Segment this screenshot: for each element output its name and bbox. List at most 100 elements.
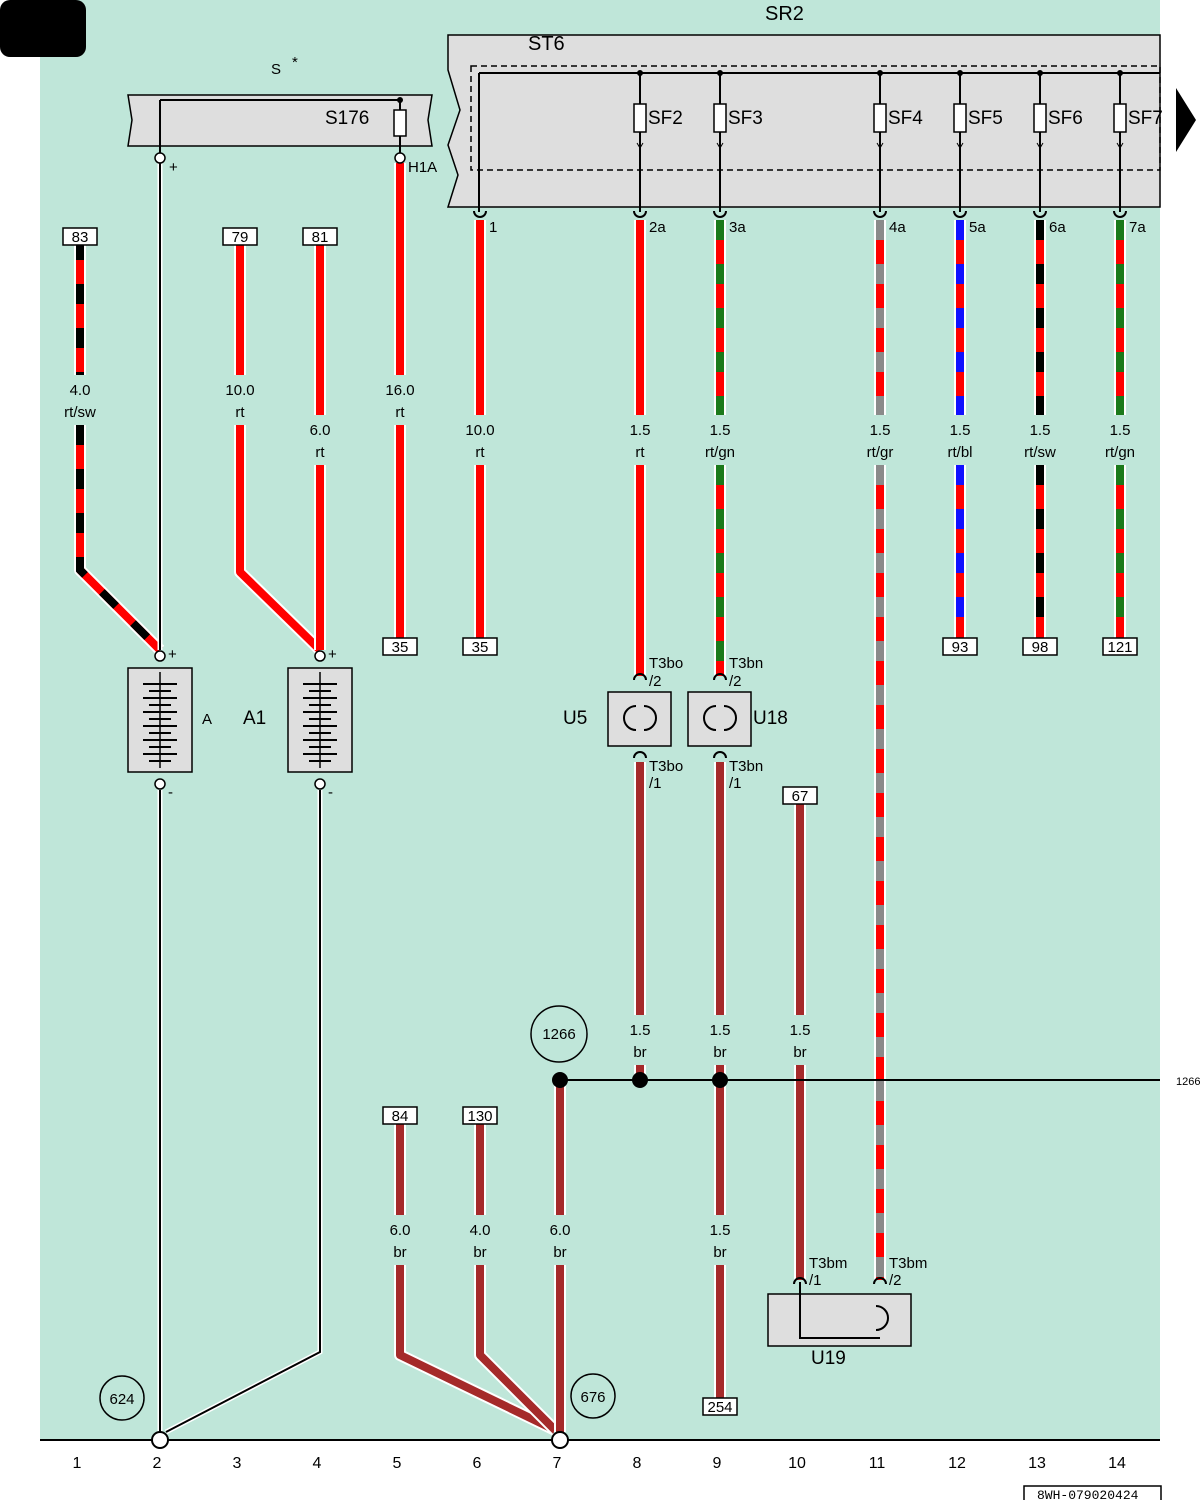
battery-a1-minus: - <box>328 784 333 801</box>
battery-a-icon <box>143 672 177 768</box>
s176-junction <box>397 97 403 103</box>
ref-box <box>382 1106 418 1125</box>
next-page-arrow[interactable] <box>1176 88 1196 152</box>
battery-a-label: A <box>202 711 212 728</box>
column-number: 9 <box>713 1455 722 1472</box>
wire-color-label: br <box>713 1244 726 1261</box>
wire-color-label: rt <box>235 404 245 421</box>
ref-box-label: 83 <box>72 229 89 246</box>
fuse-junction <box>1117 70 1123 76</box>
wire-size-label: 4.0 <box>470 1222 491 1239</box>
fuse-icon <box>633 103 647 133</box>
wire-color-label: br <box>633 1044 646 1061</box>
wire-size-label: 4.0 <box>70 382 91 399</box>
ref-box <box>1022 637 1058 656</box>
st6-inner-dashed <box>470 65 1161 171</box>
ground-terminal-7 <box>551 1431 569 1449</box>
fuse-junction <box>1037 70 1043 76</box>
ref-box-label: 79 <box>232 229 249 246</box>
socket-pin-icon <box>633 673 647 681</box>
pin-connector-icon <box>873 210 887 218</box>
ref-box <box>62 227 98 246</box>
column-number: 4 <box>313 1455 322 1472</box>
doc-id: 8WH-079020424 <box>1037 1488 1139 1500</box>
wire-color-label: br <box>393 1244 406 1261</box>
pin-label: 4a <box>889 219 906 236</box>
pin-label: 3a <box>729 219 746 236</box>
wire-color-label: rt/sw <box>64 404 96 421</box>
battery-a1-label: A1 <box>243 708 266 729</box>
fuse-junction <box>957 70 963 76</box>
wire-color-label: rt/gn <box>1105 444 1135 461</box>
t3bo-2-label: T3bo <box>649 655 683 672</box>
wire-size-label: 1.5 <box>790 1022 811 1039</box>
wire-size-label: 16.0 <box>385 382 414 399</box>
socket-u5 <box>607 691 672 747</box>
pin-connector-icon <box>713 210 727 218</box>
battery-a1-plus: + <box>328 646 337 663</box>
ground-junction-8 <box>632 1072 648 1088</box>
wire-83-bottom-stripe <box>76 425 163 653</box>
column-number: 2 <box>153 1455 162 1472</box>
fuse-chevron-icon <box>1036 142 1044 149</box>
wire-size-label: 1.5 <box>1030 422 1051 439</box>
s-label: S <box>271 61 281 78</box>
pin-label: 1 <box>489 219 497 236</box>
battery-a1-plus-terminal <box>314 650 326 662</box>
wire-size-label: 6.0 <box>310 422 331 439</box>
t3bo-2-pin: /2 <box>649 673 662 690</box>
socket-pin-icon <box>873 1277 887 1285</box>
wire-color-label: br <box>553 1244 566 1261</box>
socket-pin-icon <box>793 1277 807 1285</box>
s-star: * <box>292 54 298 71</box>
t3bm-1-pin: /1 <box>809 1272 822 1289</box>
wire-size-label: 6.0 <box>550 1222 571 1239</box>
wire-color-label: rt/gn <box>705 444 735 461</box>
fuse-chevron-icon <box>956 142 964 149</box>
ref-box <box>942 637 978 656</box>
t3bn-1-label: T3bn <box>729 758 763 775</box>
wire-size-label: 1.5 <box>710 1222 731 1239</box>
fuse-label: SF5 <box>968 108 1003 129</box>
socket-u19-icon <box>875 1305 889 1331</box>
t3bm-2-label: T3bm <box>889 1255 927 1272</box>
column-number: 6 <box>473 1455 482 1472</box>
ground-point-1266 <box>530 1005 588 1063</box>
fuse-junction <box>637 70 643 76</box>
ref-box-label: 121 <box>1107 639 1132 656</box>
socket-pin-icon <box>713 751 727 759</box>
ref-box-label: 81 <box>312 229 329 246</box>
t3bm-1-label: T3bm <box>809 1255 847 1272</box>
wire-gnd-a1 <box>165 790 321 1433</box>
ref-box <box>222 227 258 246</box>
socket-u19-label: U19 <box>811 1348 846 1369</box>
ground-point-1266-label: 1266 <box>542 1026 575 1043</box>
ground-point-676 <box>570 1373 616 1419</box>
column-number: 7 <box>553 1455 562 1472</box>
ref-box <box>1102 637 1138 656</box>
h1a-terminal <box>394 152 406 164</box>
ground-terminal-2 <box>151 1431 169 1449</box>
pin-label: 7a <box>1129 219 1146 236</box>
socket-pin-icon <box>633 751 647 759</box>
fuse-icon <box>1033 103 1047 133</box>
s176-box <box>127 94 433 147</box>
ground-junction-7 <box>552 1072 568 1088</box>
wire-size-label: 1.5 <box>710 1022 731 1039</box>
fuse-chevron-icon <box>1116 142 1124 149</box>
pin-connector-icon <box>1033 210 1047 218</box>
battery-a-plus: + <box>168 646 177 663</box>
column-number: 11 <box>869 1455 886 1472</box>
s176-fuse-icon <box>393 109 407 137</box>
fuse-chevron-icon <box>876 142 884 149</box>
pin-connector-icon <box>633 210 647 218</box>
wire-79-bottom <box>236 425 323 653</box>
battery-a-minus: - <box>168 784 173 801</box>
t3bn-2-label: T3bn <box>729 655 763 672</box>
column-number: 1 <box>73 1455 82 1472</box>
socket-u5-icon <box>623 705 657 731</box>
wire-color-label: rt <box>635 444 645 461</box>
pin-connector-icon <box>473 210 487 218</box>
